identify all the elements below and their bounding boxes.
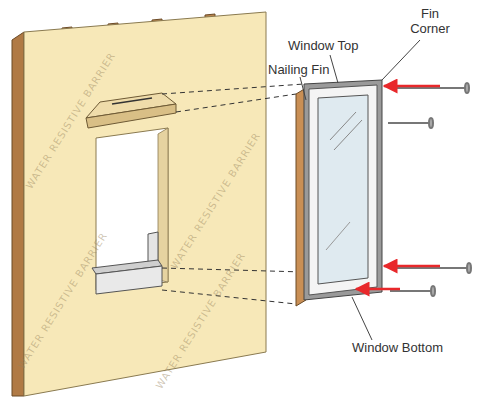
- opening-jamb: [158, 128, 168, 282]
- window-unit: [296, 80, 382, 306]
- wall-panel: [24, 12, 266, 396]
- callout-label: Window Top: [288, 38, 359, 53]
- head-flashing: [86, 93, 176, 128]
- leader-lines: [300, 40, 420, 340]
- callout-label: Fin Corner: [404, 6, 456, 36]
- wall-stud: [12, 32, 24, 396]
- nails: [388, 83, 471, 296]
- callout-label: Window Bottom: [352, 340, 443, 355]
- callout-label: Nailing Fin: [268, 62, 329, 77]
- nail-arrows: [356, 86, 440, 289]
